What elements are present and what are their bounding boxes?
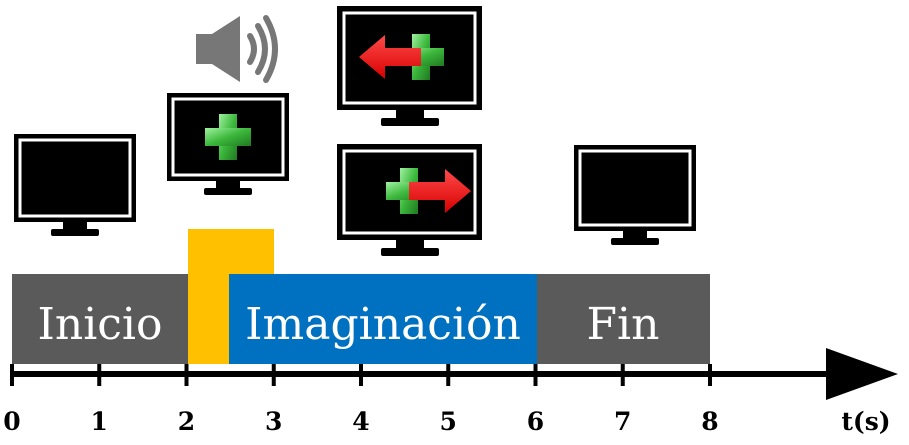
- segment-inicio-bar: [12, 274, 188, 364]
- axis-unit-label: t(s): [841, 407, 890, 436]
- fixation-cross-icon: [205, 114, 251, 160]
- segment-imaginacion-bar: [229, 274, 537, 364]
- time-axis: 0 1 2 3 4 5 6 7 8 t(s): [3, 348, 898, 436]
- axis-ticks: 0 1 2 3 4 5 6 7 8: [3, 364, 719, 436]
- axis-arrowhead: [826, 348, 898, 400]
- monitor-icon: [167, 93, 289, 195]
- arrow-right-icon: [409, 169, 471, 213]
- axis-tick-label: 0: [3, 407, 20, 436]
- segment-inicio-label: Inicio: [38, 299, 163, 350]
- monitor-icon: [574, 145, 696, 245]
- axis-tick-label: 6: [527, 407, 544, 436]
- monitor-icon: [337, 6, 482, 126]
- segment-fin-bar: [537, 274, 710, 364]
- speaker-icon: [196, 15, 278, 83]
- axis-tick-label: 7: [614, 407, 631, 436]
- axis-tick-label: 8: [701, 407, 718, 436]
- arrow-left-icon: [359, 35, 421, 79]
- monitor-icon: [14, 134, 136, 236]
- monitor-icon: [337, 144, 482, 256]
- axis-tick-label: 5: [440, 407, 457, 436]
- segment-fin-label: Fin: [587, 299, 660, 350]
- axis-tick-label: 1: [91, 407, 108, 436]
- axis-tick-label: 3: [265, 407, 282, 436]
- segment-imaginacion-label: Imaginación: [245, 299, 521, 350]
- axis-tick-label: 4: [352, 407, 369, 436]
- axis-tick-label: 2: [178, 407, 195, 436]
